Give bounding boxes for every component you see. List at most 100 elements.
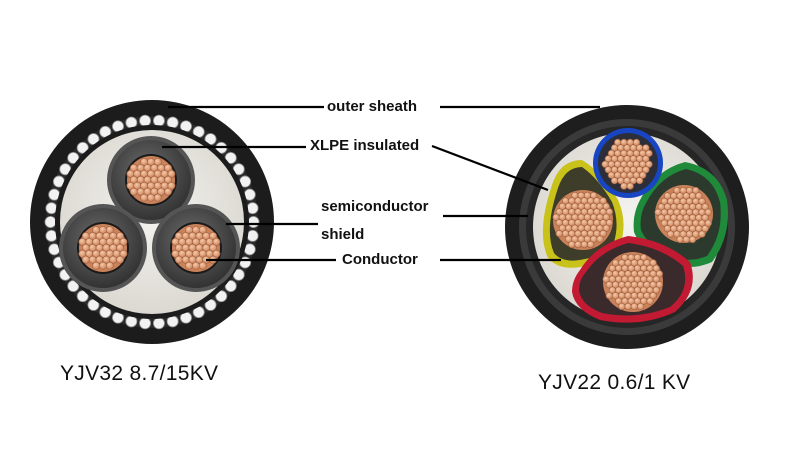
copper-strand [682, 235, 690, 244]
armor-wire [246, 202, 259, 215]
copper-strand [646, 297, 654, 305]
copper-strand [642, 166, 650, 174]
armor-wire [246, 229, 259, 242]
copper-strand [209, 243, 217, 252]
copper-strand [704, 208, 712, 216]
armor-wire [44, 215, 57, 228]
copper-strand [574, 240, 582, 249]
copper-strand [212, 237, 221, 246]
copper-strand [153, 193, 162, 202]
copper-strand [167, 169, 176, 178]
leader-xlpe-right [431, 144, 549, 192]
copper-strand [174, 255, 183, 264]
copper-strand [692, 186, 700, 195]
armor-wire [45, 229, 58, 242]
copper-strand [116, 232, 124, 240]
copper-strand [620, 182, 628, 190]
copper-strand [624, 302, 632, 311]
copper-strand [209, 232, 217, 240]
copper-strand [153, 158, 162, 166]
copper-strand [602, 213, 610, 221]
copper-strand [164, 187, 172, 196]
copper-strand [580, 240, 588, 249]
copper-strand [689, 235, 697, 244]
armor-wire [76, 141, 89, 154]
right-cable-yjv22 [505, 105, 749, 349]
copper-strand [116, 243, 124, 252]
copper-strand [212, 249, 221, 258]
core-conductor [78, 224, 128, 272]
copper-strand [652, 286, 660, 294]
copper-strand [198, 261, 207, 270]
copper-strand [596, 235, 604, 243]
armor-wire [224, 151, 237, 164]
armor-wire [45, 202, 58, 215]
copper-strand [185, 261, 193, 270]
copper-strand [655, 281, 664, 289]
copper-strand [642, 144, 650, 152]
caption-right-cable: YJV22 0.6/1 KV [538, 371, 691, 394]
copper-strand [590, 191, 598, 200]
copper-strand [555, 230, 563, 238]
copper-strand [652, 264, 660, 272]
label-shield: shield [320, 226, 366, 244]
copper-strand [704, 219, 712, 227]
copper-strand [81, 255, 90, 264]
copper-strand [649, 292, 657, 300]
copper-strand [599, 230, 607, 238]
caption-left-cable: YJV32 8.7/15KV [60, 362, 219, 385]
copper-strand [198, 226, 207, 234]
armor-wire [224, 280, 237, 293]
copper-strand [655, 270, 664, 278]
label-outer-sheath: outer sheath [326, 98, 419, 116]
copper-strand [626, 182, 634, 190]
copper-strand [701, 214, 709, 222]
copper-strand [129, 187, 138, 196]
copper-strand [610, 177, 619, 185]
copper-strand [695, 192, 703, 200]
armor-wire [152, 114, 165, 127]
copper-strand [602, 202, 610, 210]
copper-strand [701, 225, 709, 233]
copper-strand [587, 240, 595, 249]
copper-strand [599, 197, 607, 205]
armor-wire [139, 114, 152, 127]
leader-lines [162, 105, 600, 262]
label-conductor: Conductor [341, 251, 419, 269]
armor-wire [67, 280, 80, 293]
copper-strand [652, 275, 660, 283]
copper-strand [698, 230, 706, 238]
armor-wire [152, 317, 165, 330]
copper-strand [632, 138, 641, 147]
left-cable-yjv32 [30, 100, 274, 344]
label-semiconductor: semiconductor [320, 198, 430, 216]
copper-strand [640, 253, 648, 262]
copper-strand [649, 259, 657, 267]
copper-strand [676, 235, 684, 244]
copper-strand [116, 255, 124, 264]
copper-strand [605, 292, 613, 300]
armor-wire [215, 290, 228, 303]
copper-strand [99, 261, 107, 270]
copper-strand [667, 230, 675, 238]
copper-strand [618, 302, 626, 311]
core-conductor [171, 224, 221, 272]
copper-strand [630, 302, 638, 311]
copper-strand [701, 203, 709, 211]
copper-strand [147, 193, 155, 202]
right-core-blue-conductor [601, 138, 653, 190]
copper-strand [105, 226, 114, 234]
copper-strand [105, 261, 114, 270]
copper-strand [636, 177, 644, 185]
copper-strand [164, 175, 172, 184]
copper-strand [639, 171, 647, 179]
label-xlpe-insulated: XLPE insulated [309, 137, 421, 155]
copper-strand [192, 261, 200, 270]
copper-strand [645, 149, 653, 157]
copper-strand [167, 181, 176, 190]
copper-strand [642, 155, 650, 163]
right-core-green-conductor [654, 185, 713, 244]
copper-strand [602, 224, 610, 232]
copper-strand [92, 261, 100, 270]
copper-strand [637, 302, 645, 311]
